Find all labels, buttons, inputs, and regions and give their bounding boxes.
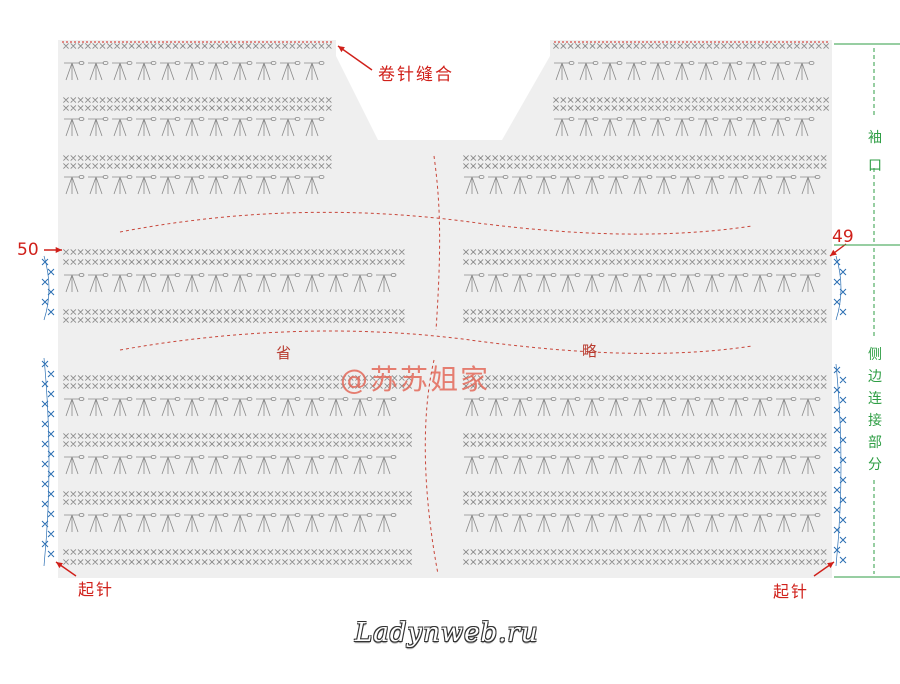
sc-row <box>63 375 413 381</box>
row-number-right: 49 <box>832 227 854 247</box>
garment-panel <box>58 40 832 578</box>
cluster-row <box>64 397 397 417</box>
watermark: @苏苏姐家 <box>340 363 491 396</box>
sc-row <box>63 441 413 447</box>
sc-row <box>463 559 827 565</box>
sc-row <box>463 249 827 255</box>
cluster-row <box>464 513 821 533</box>
sc-row <box>463 163 827 169</box>
sc-row <box>553 43 830 49</box>
omitted-label-2: 略 <box>582 342 598 360</box>
sc-row <box>463 155 827 161</box>
chart-marks <box>41 41 900 578</box>
sc-row <box>63 163 332 169</box>
sc-row <box>63 97 332 103</box>
site-logo: Ladynweb.ru <box>355 618 539 648</box>
sc-row <box>63 43 332 49</box>
sc-row <box>463 375 827 381</box>
side-stitches-left-upper <box>41 255 55 321</box>
sc-row <box>63 249 405 255</box>
sc-row <box>63 155 332 161</box>
side-stitches-right-upper <box>833 255 847 321</box>
sc-row <box>463 491 827 497</box>
side-stitches-right-lower <box>833 363 847 567</box>
cluster-row <box>64 175 325 195</box>
omit-curve-bottom <box>119 330 753 354</box>
sc-row <box>63 309 405 315</box>
sc-row <box>463 441 827 447</box>
cluster-row <box>64 273 397 293</box>
cluster-row <box>64 513 397 533</box>
stitch-rows <box>63 43 830 565</box>
sc-row <box>63 499 413 505</box>
arrow-pointer-icon <box>337 45 373 71</box>
sc-row <box>63 259 405 265</box>
cluster-row <box>464 175 821 195</box>
sc-row <box>63 433 413 439</box>
cluster-row <box>64 61 325 81</box>
sc-row <box>463 259 827 265</box>
row-number-left: 50 <box>17 240 39 260</box>
cluster-row <box>464 397 821 417</box>
sc-row <box>63 383 413 389</box>
sc-row <box>463 309 827 315</box>
sc-row <box>63 491 413 497</box>
arrow-pointer-icon <box>813 561 835 577</box>
sleeve-label: 袖口 <box>868 130 882 174</box>
sc-row <box>463 317 827 323</box>
sc-row <box>463 383 827 389</box>
cluster-row <box>464 273 821 293</box>
seam-label: 卷针缝合 <box>378 65 454 85</box>
sc-row <box>553 97 830 103</box>
cluster-row <box>554 61 815 81</box>
omit-curve-top <box>119 211 753 235</box>
sc-row <box>63 549 413 555</box>
section-brackets <box>834 43 900 578</box>
center-curve-lower <box>424 359 439 575</box>
sc-row <box>553 105 830 111</box>
sc-row <box>463 499 827 505</box>
start-label-left: 起针 <box>78 580 115 599</box>
sc-row <box>63 105 332 111</box>
side-stitches-left-lower <box>41 357 55 567</box>
arrow-pointer-icon <box>55 561 77 577</box>
cluster-row <box>64 117 325 137</box>
sc-row <box>63 559 413 565</box>
side-join-label: 侧边连接部分 <box>868 347 882 473</box>
arrow-pointer-icon <box>44 246 62 254</box>
cluster-row <box>554 117 815 137</box>
omitted-label-1: 省 <box>276 344 292 362</box>
sc-row <box>463 549 827 555</box>
sc-row <box>63 317 405 323</box>
sc-row <box>463 433 827 439</box>
start-label-right: 起针 <box>773 582 810 601</box>
center-curve-upper <box>433 155 441 331</box>
arrow-pointer-icon <box>829 243 847 257</box>
cluster-row <box>464 455 821 475</box>
cluster-row <box>64 455 397 475</box>
